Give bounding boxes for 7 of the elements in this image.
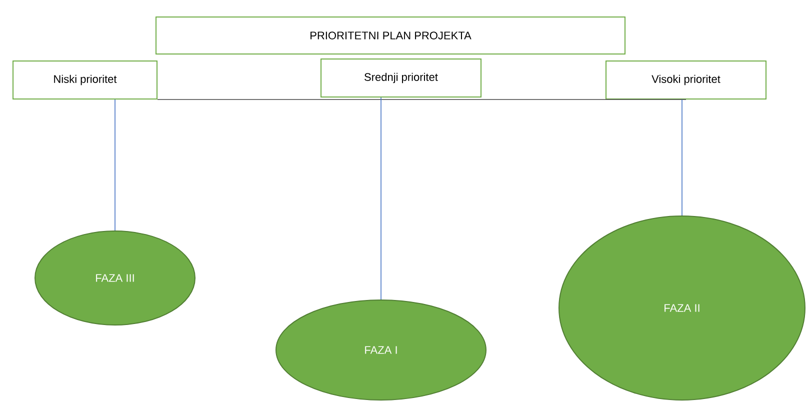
label-box: Visoki prioritet — [606, 60, 766, 100]
label-box: PRIORITETNI PLAN PROJEKTA — [156, 16, 626, 54]
connector-line — [380, 97, 382, 300]
connector-line — [114, 99, 116, 231]
label-box: Srednji prioritet — [320, 58, 482, 98]
label-box: Niski prioritet — [12, 60, 158, 100]
connector-line — [157, 99, 686, 100]
